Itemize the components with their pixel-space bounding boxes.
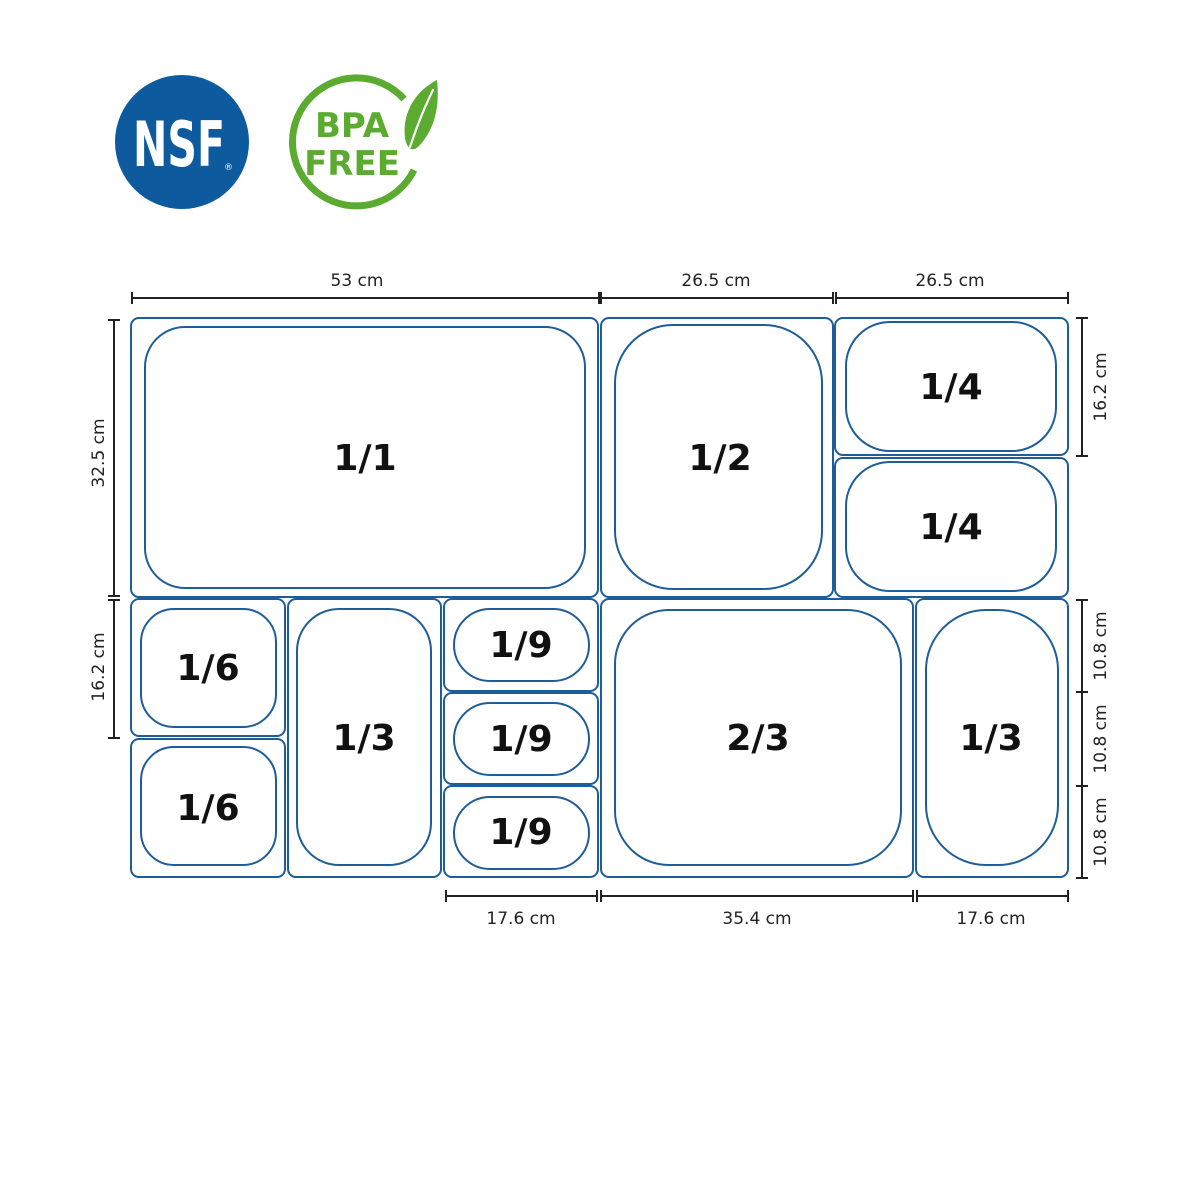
pan-label-sixth-top: 1/6 bbox=[176, 648, 239, 689]
pan-container-ninth-bottom bbox=[453, 796, 590, 870]
pan-cell-third-right bbox=[915, 598, 1069, 878]
pan-label-quarter-bottom: 1/4 bbox=[919, 507, 982, 548]
pan-container-third-right bbox=[925, 609, 1059, 866]
dim-top-half: 26.5 cm bbox=[681, 271, 750, 291]
pan-label-third-right: 1/3 bbox=[959, 718, 1022, 759]
pan-label-third-left: 1/3 bbox=[332, 718, 395, 759]
dim-left-full: 32.5 cm bbox=[89, 418, 109, 487]
pan-container-ninth-middle bbox=[453, 702, 590, 776]
pan-label-ninth-bottom: 1/9 bbox=[489, 812, 552, 853]
dim-right-ninth-2: 10.8 cm bbox=[1091, 704, 1111, 773]
pan-cell-quarter-bottom bbox=[834, 457, 1069, 598]
pan-label-sixth-bottom: 1/6 bbox=[176, 788, 239, 829]
pan-cell-half bbox=[600, 317, 834, 598]
pan-cell-ninth-top bbox=[443, 598, 599, 692]
pan-cell-third-left bbox=[287, 598, 442, 878]
dim-right-ninth-1: 10.8 cm bbox=[1091, 611, 1111, 680]
nsf-registered-mark: ® bbox=[224, 163, 233, 173]
pan-container-third-left bbox=[296, 608, 432, 866]
bpa-badge-line1: BPA bbox=[315, 106, 390, 146]
pan-container-sixth-bottom bbox=[140, 746, 277, 866]
pan-container-quarter-top bbox=[845, 321, 1057, 452]
pan-cell-full bbox=[130, 317, 599, 598]
pan-container-two-thirds bbox=[614, 609, 902, 866]
pan-cell-two-thirds bbox=[600, 598, 914, 878]
nsf-badge: NSF ® bbox=[115, 75, 249, 209]
pan-container-ninth-top bbox=[453, 608, 590, 682]
dim-top-quarter: 26.5 cm bbox=[915, 271, 984, 291]
pan-label-ninth-middle: 1/9 bbox=[489, 719, 552, 760]
pan-labels: 1/1 1/2 1/4 1/4 1/6 1/6 1/3 1/9 1/9 1/9 … bbox=[176, 367, 1022, 853]
pan-cell-sixth-bottom bbox=[130, 738, 286, 878]
pan-container-full bbox=[144, 326, 586, 589]
pan-outlines bbox=[130, 317, 1069, 878]
pan-label-quarter-top: 1/4 bbox=[919, 367, 982, 408]
nsf-badge-text: NSF bbox=[133, 108, 225, 181]
pan-label-half: 1/2 bbox=[688, 438, 751, 479]
pan-cell-ninth-middle bbox=[443, 692, 599, 785]
pan-cell-quarter-top bbox=[834, 317, 1069, 456]
dim-right-quarter: 16.2 cm bbox=[1091, 352, 1111, 421]
pan-label-full: 1/1 bbox=[333, 438, 396, 479]
dim-bottom-ninth: 17.6 cm bbox=[486, 909, 555, 929]
bpa-free-badge: BPA FREE bbox=[289, 74, 438, 210]
dimension-labels: 53 cm 26.5 cm 26.5 cm 32.5 cm 16.2 cm 16… bbox=[89, 271, 1111, 929]
dim-left-sixth: 16.2 cm bbox=[89, 632, 109, 701]
bpa-badge-ring bbox=[289, 74, 418, 210]
pan-label-ninth-top: 1/9 bbox=[489, 625, 552, 666]
dim-bottom-third: 17.6 cm bbox=[956, 909, 1025, 929]
dim-top-full: 53 cm bbox=[331, 271, 384, 291]
pan-cell-ninth-bottom bbox=[443, 785, 599, 878]
pan-cell-sixth-top bbox=[130, 598, 286, 737]
nsf-badge-circle bbox=[115, 75, 249, 209]
dimension-lines bbox=[108, 292, 1088, 902]
dim-right-ninth-3: 10.8 cm bbox=[1091, 797, 1111, 866]
pan-container-quarter-bottom bbox=[845, 461, 1057, 592]
leaf-icon bbox=[404, 80, 438, 150]
pan-label-two-thirds: 2/3 bbox=[726, 718, 789, 759]
bpa-badge-line2: FREE bbox=[304, 144, 400, 184]
pan-container-half bbox=[614, 324, 823, 590]
pan-container-sixth-top bbox=[140, 608, 277, 728]
dim-bottom-two-thirds: 35.4 cm bbox=[722, 909, 791, 929]
